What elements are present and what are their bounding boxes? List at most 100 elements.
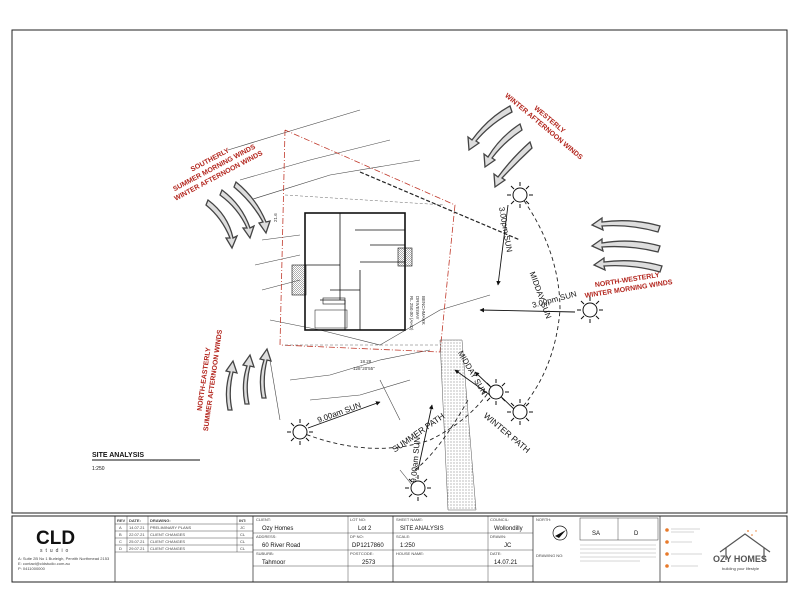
lot-value: Lot 2 bbox=[358, 526, 372, 532]
table-row: A 14.07.21 PRELIMINARY PLANS JC bbox=[119, 525, 245, 530]
svg-text:DATE:: DATE: bbox=[490, 551, 501, 556]
svg-text:DRAWN:: DRAWN: bbox=[490, 534, 506, 539]
sun-rays bbox=[307, 204, 576, 471]
benchmark-note: BENCHMARK DRIVEWAY RL 250.00 (AHD) bbox=[409, 296, 426, 331]
revision-table: REV DATE: DRAWING: INT: A 14.07.21 PRELI… bbox=[115, 516, 253, 553]
contact-icons bbox=[665, 528, 669, 568]
street-boundary bbox=[359, 171, 521, 241]
title-block-border bbox=[11, 515, 788, 583]
contact-lines bbox=[671, 528, 702, 567]
driveway bbox=[439, 339, 477, 511]
svg-text:INT:: INT: bbox=[239, 518, 246, 523]
side-dimension: 21.6 bbox=[273, 213, 278, 222]
winter-path-arc bbox=[519, 194, 561, 411]
svg-text:ADDRESS:: ADDRESS: bbox=[256, 534, 276, 539]
site-linework bbox=[227, 109, 491, 496]
postcode-value: 2573 bbox=[362, 560, 376, 566]
table-row: B 22.07.21 CLIENT CHANGES CL bbox=[119, 532, 246, 537]
setback-line bbox=[284, 194, 446, 206]
address-value: 60 River Road bbox=[262, 543, 300, 549]
svg-text:29.07.21: 29.07.21 bbox=[129, 546, 145, 551]
svg-text:CLIENT CHANGES: CLIENT CHANGES bbox=[150, 546, 185, 551]
table-row: D 29.07.21 CLIENT CHANGES CL bbox=[119, 546, 246, 551]
fine-print bbox=[580, 544, 656, 562]
svg-text:B: B bbox=[119, 532, 122, 537]
client-value: Ozy Homes bbox=[262, 526, 293, 532]
summer-path-arc bbox=[299, 389, 491, 449]
stars-icon bbox=[747, 530, 757, 536]
svg-text:PRELIMINARY PLANS: PRELIMINARY PLANS bbox=[150, 525, 192, 530]
company-info-1: A: Suite 2B No 1 Burleigh, Penrith North… bbox=[18, 556, 110, 561]
drawn-value: JC bbox=[504, 543, 512, 549]
svg-text:14.07.21: 14.07.21 bbox=[129, 525, 145, 530]
svg-text:SCALE:: SCALE: bbox=[396, 534, 410, 539]
svg-text:CL: CL bbox=[240, 539, 246, 544]
svg-text:25.07.21: 25.07.21 bbox=[129, 539, 145, 544]
svg-text:CLIENT:: CLIENT: bbox=[256, 517, 271, 522]
svg-text:LOT NO:: LOT NO: bbox=[350, 517, 366, 522]
svg-text:JC: JC bbox=[240, 525, 245, 530]
svg-text:CL: CL bbox=[240, 546, 246, 551]
svg-text:SUBURB:: SUBURB: bbox=[256, 551, 274, 556]
svg-text:22.07.21: 22.07.21 bbox=[129, 532, 145, 537]
scale-value: 1:250 bbox=[400, 543, 416, 549]
north-arrow-icon bbox=[552, 525, 568, 541]
suburb-value: Tahmoor bbox=[262, 560, 285, 566]
dp-value: DP1217860 bbox=[352, 543, 384, 549]
svg-text:CLIENT CHANGES: CLIENT CHANGES bbox=[150, 539, 185, 544]
sheet-number: SA bbox=[592, 531, 600, 537]
sun-icon bbox=[507, 182, 533, 208]
lot-boundary bbox=[279, 129, 456, 353]
house-logo-icon bbox=[719, 533, 771, 560]
svg-text:POSTCODE:: POSTCODE: bbox=[350, 551, 374, 556]
svg-text:DRAWING:: DRAWING: bbox=[150, 518, 171, 523]
company-logo: CLD bbox=[36, 528, 75, 549]
path-arc-lower bbox=[414, 399, 469, 471]
svg-text:DATE:: DATE: bbox=[129, 518, 141, 523]
svg-text:NORTH:: NORTH: bbox=[536, 517, 551, 522]
title-block: CLD studio A: Suite 2B No 1 Burleigh, Pe… bbox=[18, 516, 771, 582]
brand-tagline: building your lifestyle bbox=[722, 566, 760, 571]
company-info-3: P: 0411000000 bbox=[18, 566, 46, 571]
boundary-length: 18.28 bbox=[360, 359, 372, 364]
svg-text:DRIVEWAY: DRIVEWAY bbox=[415, 296, 420, 320]
sun-3pm-top: 3.00pm SUN bbox=[497, 206, 514, 253]
wind-arrows bbox=[205, 105, 663, 411]
svg-text:SHEET NAME:: SHEET NAME: bbox=[396, 517, 423, 522]
sun-9am: 9.00am SUN bbox=[316, 401, 362, 425]
sun-icon bbox=[577, 297, 603, 323]
table-row: C 25.07.21 CLIENT CHANGES CL bbox=[119, 539, 246, 544]
boundary-bearing: 128°20'55" bbox=[353, 366, 375, 371]
north-westerly-wind-label: NORTH-WESTERLY WINTER MORNING WINDS bbox=[584, 272, 673, 300]
svg-text:SUMMER MORNING WINDS: SUMMER MORNING WINDS bbox=[172, 144, 257, 194]
revision-number: D bbox=[634, 531, 639, 537]
drawing-border bbox=[11, 29, 788, 514]
north-easterly-wind-label: NORTH-EASTERLY SUMMER AFTERNOON WINDS bbox=[197, 329, 224, 432]
sun-icon bbox=[507, 399, 533, 425]
svg-text:C: C bbox=[119, 539, 122, 544]
svg-text:A: A bbox=[119, 525, 122, 530]
svg-text:COUNCIL:: COUNCIL: bbox=[490, 517, 509, 522]
southerly-wind-label: SOUTHERLY SUMMER MORNING WINDS WINTER AF… bbox=[172, 144, 264, 203]
svg-text:CLIENT CHANGES: CLIENT CHANGES bbox=[150, 532, 185, 537]
sheet-name-value: SITE ANALYSIS bbox=[400, 526, 444, 532]
sun-icon bbox=[287, 419, 313, 445]
house-floor-plan bbox=[291, 212, 413, 331]
date-value: 14.07.21 bbox=[494, 560, 518, 566]
sun-icon bbox=[483, 379, 509, 405]
svg-text:RL 250.00 (AHD): RL 250.00 (AHD) bbox=[409, 296, 414, 331]
sun-symbols bbox=[287, 182, 603, 501]
drawing-title: SITE ANALYSIS bbox=[92, 452, 144, 459]
svg-text:CL: CL bbox=[240, 532, 246, 537]
brand-name: OZY HOMES bbox=[713, 554, 767, 564]
svg-text:DP NO:: DP NO: bbox=[350, 534, 364, 539]
sun-9am-bottom: 9.00am SUN bbox=[409, 436, 422, 483]
svg-text:DRAWING NO:: DRAWING NO: bbox=[536, 553, 563, 558]
svg-text:BENCHMARK: BENCHMARK bbox=[421, 296, 426, 325]
sun-icon bbox=[405, 475, 431, 501]
midday-sun-top: MIDDAY SUN bbox=[528, 270, 553, 320]
svg-text:REV: REV bbox=[117, 518, 126, 523]
svg-text:HOUSE NAME:: HOUSE NAME: bbox=[396, 551, 424, 556]
svg-text:D: D bbox=[119, 546, 122, 551]
company-sub: studio bbox=[40, 548, 71, 554]
